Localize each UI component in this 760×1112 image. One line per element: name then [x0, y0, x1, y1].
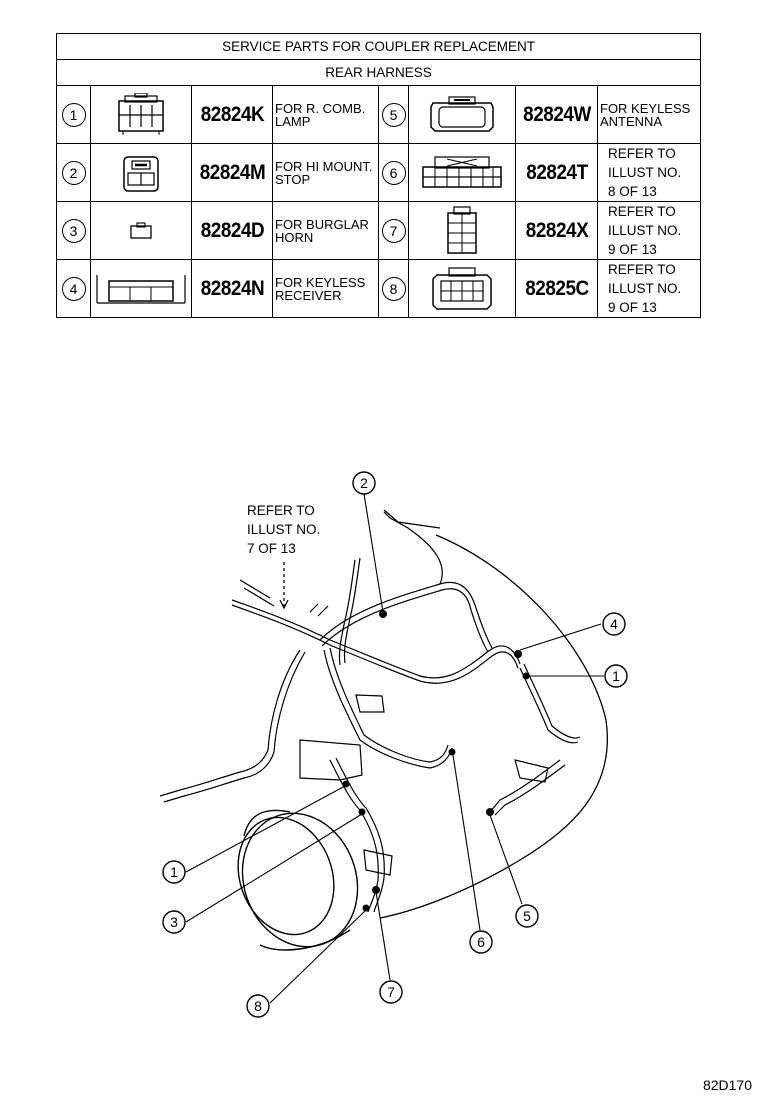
- svg-text:8: 8: [254, 998, 262, 1014]
- callout-8: 8: [246, 994, 270, 1018]
- table-title: SERVICE PARTS FOR COUPLER REPLACEMENT: [55, 33, 702, 60]
- callout-5: 5: [515, 904, 539, 928]
- item-number: 1: [61, 102, 86, 127]
- callout-4: 4: [602, 612, 626, 636]
- table-subtitle: REAR HARNESS: [55, 59, 702, 86]
- coupler-connector-icon: [130, 221, 152, 239]
- svg-text:5: 5: [523, 908, 531, 924]
- item-number: 3: [61, 218, 86, 243]
- coupler-connector-icon: [422, 155, 502, 188]
- part-number: 82824W: [519, 85, 594, 144]
- item-number: 8: [381, 276, 406, 301]
- callout-1: 1: [604, 664, 628, 688]
- svg-text:1: 1: [170, 864, 178, 880]
- part-number: 82824K: [195, 85, 269, 144]
- item-number: 7: [381, 218, 406, 243]
- leader-lines: [185, 493, 604, 1004]
- part-number: 82824M: [195, 143, 269, 202]
- item-number: 6: [381, 160, 406, 185]
- coupler-connector-icon: [123, 155, 159, 192]
- coupler-connector-icon: [430, 95, 494, 132]
- item-number: 4: [61, 276, 86, 301]
- coupler-connector-icon: [447, 205, 477, 254]
- illustration-code: 82D170: [702, 1077, 752, 1093]
- item-number: 2: [61, 160, 86, 185]
- svg-text:4: 4: [610, 616, 618, 632]
- callout-7: 7: [379, 980, 403, 1004]
- connector-marks: [342, 610, 530, 912]
- callout-2: 2: [352, 471, 376, 495]
- table-row: 2 82824M FOR HI MOUNT.STOP 6 82824T REFE…: [56, 143, 702, 202]
- svg-text:2: 2: [360, 475, 368, 491]
- rear-tire: [237, 809, 359, 951]
- part-number: 82824X: [519, 201, 594, 260]
- refer-note-line: ILLUST NO.: [247, 522, 320, 537]
- callout-1: 1: [162, 860, 186, 884]
- item-number: 5: [381, 102, 406, 127]
- callout-3: 3: [162, 910, 186, 934]
- refer-note-line: 7 OF 13: [247, 541, 296, 556]
- svg-text:3: 3: [170, 914, 178, 930]
- part-number: 82824T: [519, 143, 594, 202]
- rear-harness: [159, 511, 581, 913]
- callout-6: 6: [469, 930, 493, 954]
- part-number: 82824N: [195, 259, 269, 318]
- coupler-connector-icon: [432, 266, 492, 310]
- part-number: 82824D: [195, 201, 269, 260]
- svg-text:1: 1: [612, 668, 620, 684]
- coupler-connector-icon: [96, 274, 186, 304]
- svg-text:6: 6: [477, 934, 485, 950]
- refer-note-line: REFER TO: [247, 503, 315, 518]
- part-number: 82825C: [519, 259, 594, 318]
- coupler-connector-icon: [118, 92, 164, 135]
- svg-text:7: 7: [387, 984, 395, 1000]
- part-description: FOR HI MOUNT.STOP: [272, 143, 379, 202]
- vehicle-body-outline: [379, 509, 608, 919]
- service-parts-table: SERVICE PARTS FOR COUPLER REPLACEMENT RE…: [55, 33, 702, 318]
